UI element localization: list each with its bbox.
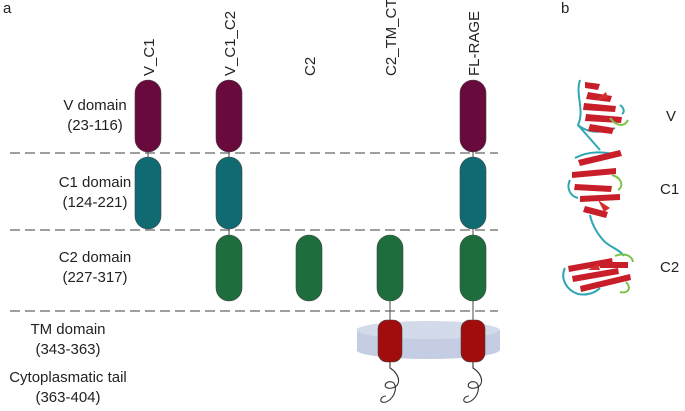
construct-label-c2-tm-ct: C2_TM_CT	[383, 0, 400, 76]
v-domain-name: V domain	[63, 97, 127, 114]
construct-label-v-c1-c2: V_C1_C2	[222, 11, 239, 76]
structure-label-c2: C2	[660, 259, 680, 276]
tm-domain-block	[460, 319, 486, 363]
c2-domain-block	[376, 234, 404, 302]
v-domain-block	[459, 79, 487, 153]
v-domain-structure	[576, 79, 629, 151]
structure-label-v: V	[666, 108, 677, 125]
tm-domain-range: (343-363)	[35, 341, 101, 358]
v-domain-range: (23-116)	[67, 117, 123, 134]
construct-label-c2: C2	[302, 57, 319, 76]
v-domain-block	[215, 79, 243, 153]
protein-structure-image	[562, 79, 634, 296]
row-label-tm-domain: TM domain (343-363)	[0, 320, 136, 360]
c2-domain-block	[295, 234, 323, 302]
cytoplasmatic-tail-name: Cytoplasmatic tail	[9, 369, 127, 386]
c2-domain-block	[459, 234, 487, 302]
row-label-v-domain: V domain (23-116)	[40, 96, 150, 136]
construct-fl-rage: FL-RAGE	[459, 11, 487, 403]
row-label-c2-domain: C2 domain (227-317)	[40, 248, 150, 288]
construct-label-v-c1: V_C1	[141, 38, 158, 76]
tm-domain-name: TM domain	[30, 321, 106, 338]
c1-domain-block	[459, 156, 487, 230]
c1-domain-name: C1 domain	[58, 174, 132, 191]
panel-a-letter: a	[3, 0, 12, 17]
c1-domain-structure	[567, 150, 625, 257]
construct-c2-tm-ct: C2_TM_CT	[376, 0, 404, 403]
c2-domain-block	[215, 234, 243, 302]
c1-domain-block	[134, 156, 162, 230]
cytoplasmatic-tail-squiggle	[380, 362, 400, 403]
construct-v-c1: V_C1	[134, 38, 162, 230]
structure-label-c1: C1	[660, 181, 680, 198]
v-domain-block	[134, 79, 162, 153]
row-separators	[10, 152, 498, 312]
c1-domain-range: (124-221)	[62, 194, 128, 211]
row-label-c1-domain: C1 domain (124-221)	[40, 173, 150, 213]
panel-b-letter: b	[561, 0, 570, 17]
cytoplasmatic-tail-squiggle	[463, 362, 483, 403]
cytoplasmatic-tail-range: (363-404)	[35, 389, 101, 406]
construct-label-fl-rage: FL-RAGE	[466, 11, 483, 76]
c2-domain-range: (227-317)	[62, 269, 128, 286]
construct-v-c1-c2: V_C1_C2	[215, 11, 243, 302]
row-label-cytoplasmatic-tail: Cytoplasmatic tail (363-404)	[0, 368, 136, 408]
construct-c2: C2	[295, 57, 323, 302]
c2-domain-structure	[562, 253, 634, 296]
tm-domain-block	[377, 319, 403, 363]
c1-domain-block	[215, 156, 243, 230]
c2-domain-name: C2 domain	[58, 249, 132, 266]
